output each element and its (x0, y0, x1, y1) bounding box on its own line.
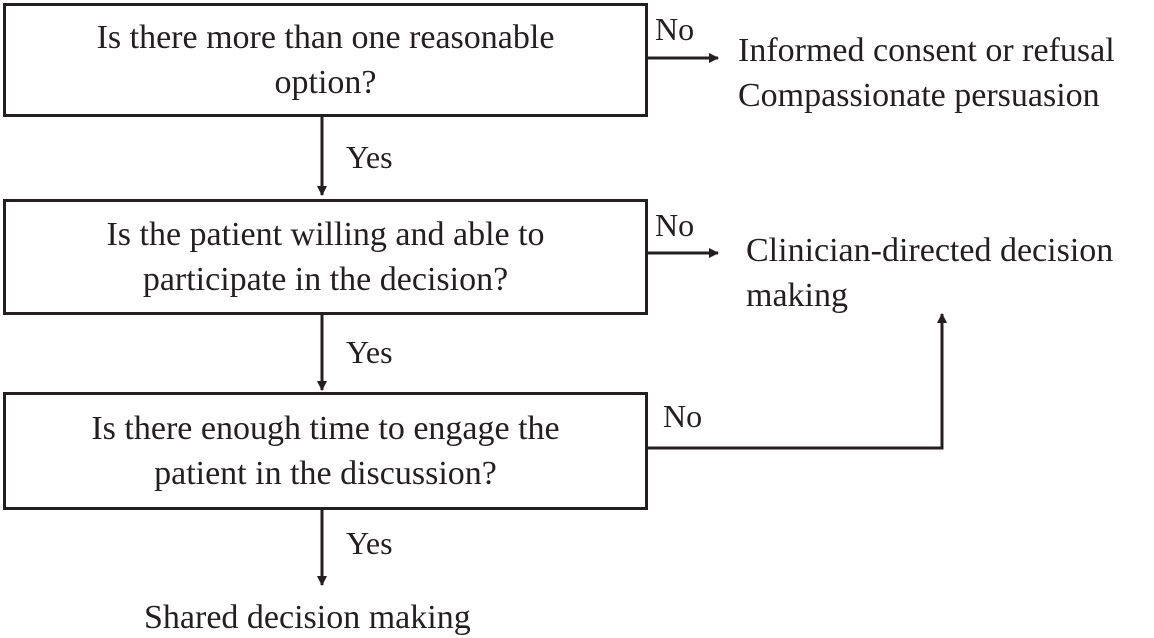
decision-text: Is the patient willing and able to parti… (106, 212, 544, 302)
decision-box-patient-willing-and-able: Is the patient willing and able to parti… (3, 199, 648, 315)
decision-box-enough-time: Is there enough time to engage the patie… (3, 392, 648, 510)
no-label-q2: No (655, 207, 695, 243)
outcome-text-line: Shared decision making (144, 599, 471, 636)
outcome-text-line: Clinician-directed decision (746, 232, 1114, 269)
no-label-q3: No (663, 398, 703, 434)
decision-text-line: Is the patient willing and able to (106, 216, 545, 253)
decision-text: Is there enough time to engage the patie… (91, 406, 559, 496)
decision-text: Is there more than one reasonable option… (97, 15, 555, 105)
outcome-clinician-directed: Clinician-directed decision making (746, 228, 1113, 318)
yes-label-q2: Yes (346, 334, 393, 370)
decision-box-more-than-one-option: Is there more than one reasonable option… (3, 3, 648, 117)
decision-text-line: option? (274, 64, 377, 101)
outcome-text-line: making (746, 277, 848, 314)
outcome-text-line: Compassionate persuasion (738, 77, 1100, 114)
decision-text-line: participate in the decision? (142, 261, 509, 298)
decision-text-line: Is there enough time to engage the (91, 410, 560, 447)
no-label-q1: No (655, 11, 695, 47)
outcome-informed-consent: Informed consent or refusal Compassionat… (738, 28, 1115, 118)
arrow-q3-no (646, 313, 947, 450)
yes-label-q1: Yes (346, 139, 393, 175)
outcome-shared-decision-making: Shared decision making (144, 595, 471, 638)
outcome-text-line: Informed consent or refusal (738, 32, 1115, 69)
decision-text-line: patient in the discussion? (154, 455, 497, 492)
decision-text-line: Is there more than one reasonable (96, 19, 555, 56)
yes-label-q3: Yes (346, 525, 393, 561)
